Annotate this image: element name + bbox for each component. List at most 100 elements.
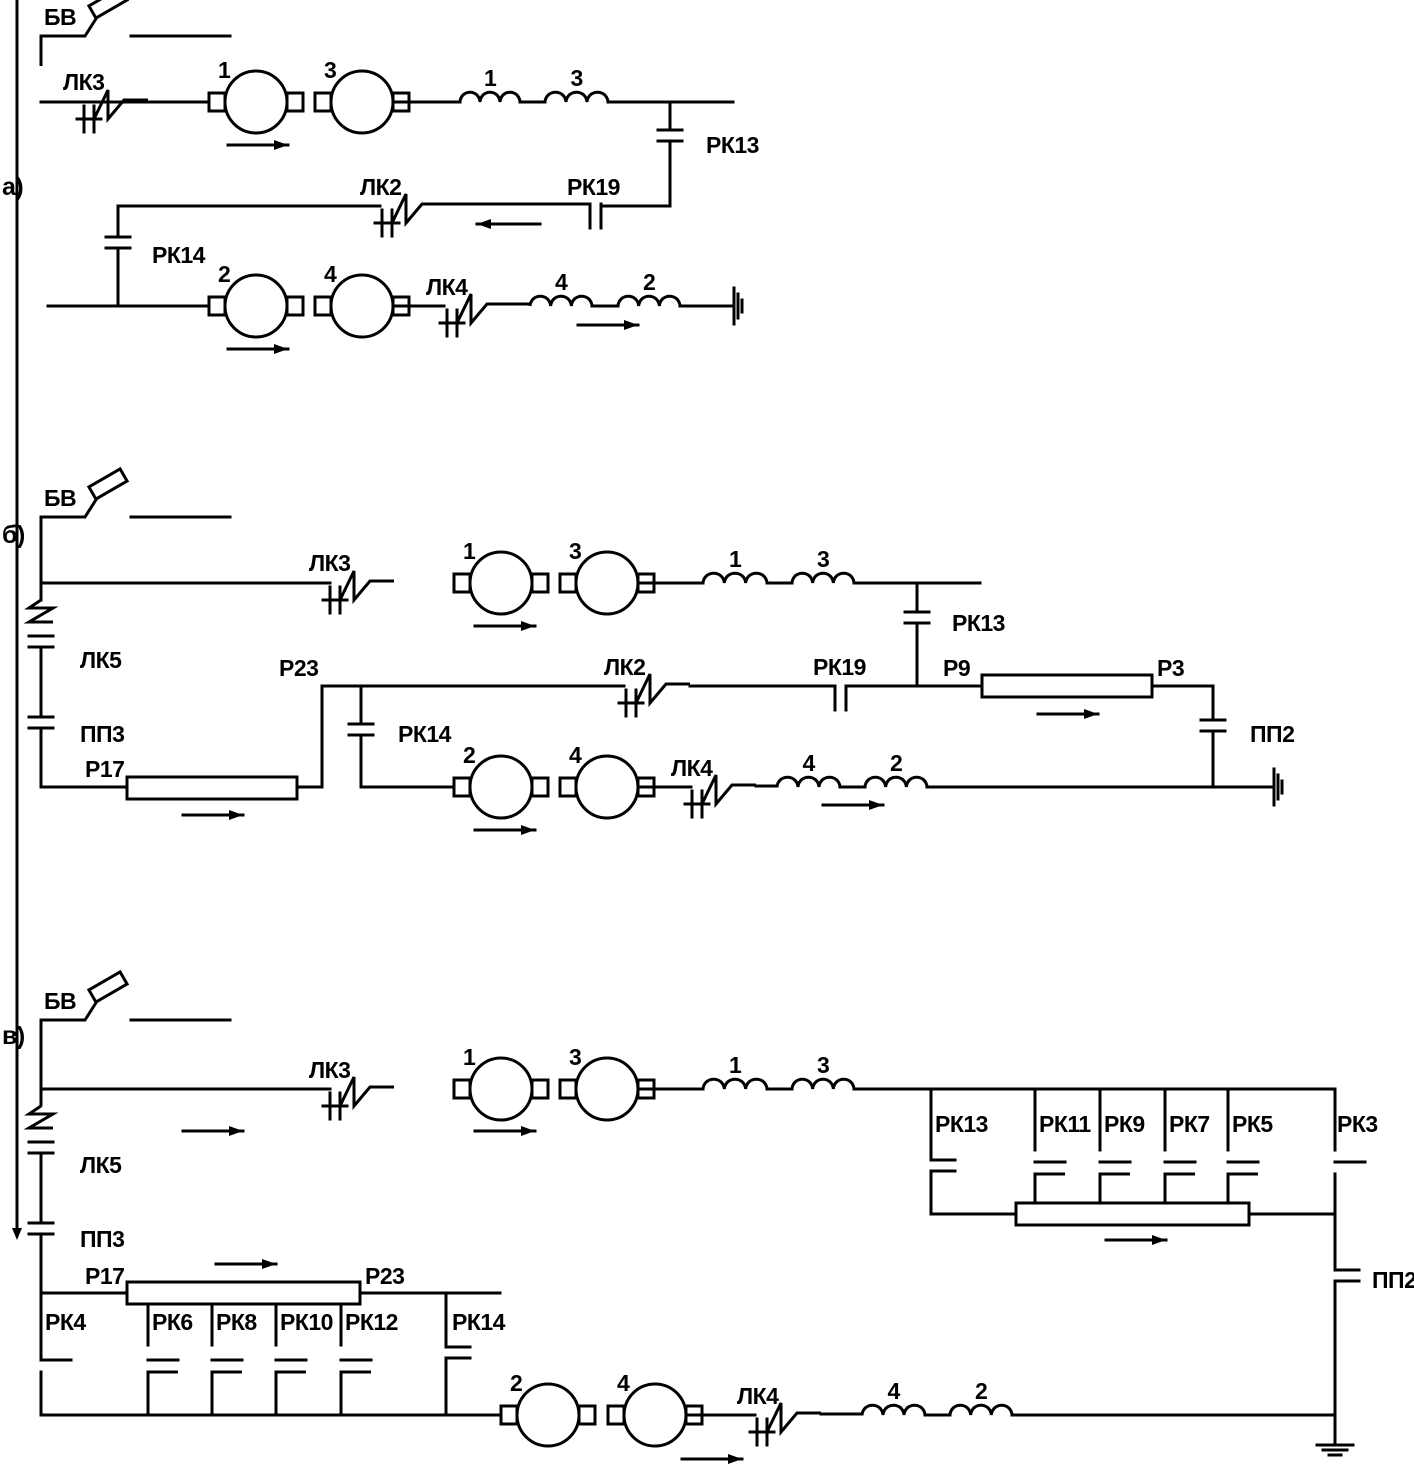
ground-icon [732,286,744,326]
label-rk11: РК11 [1039,1111,1091,1137]
label-rk19: РК19 [567,174,620,200]
armature-circle [574,550,640,616]
rk19-contact-b [833,684,848,712]
line-contactor-lk3 [321,570,394,615]
field-winding [528,294,594,307]
label-r3: Р3 [1157,655,1184,681]
line-contactor-lk3 [321,1076,394,1121]
fast-breaker [39,969,232,1050]
rk5-contact [1226,1087,1260,1203]
rk19-contact-a [588,202,603,230]
motor-number: 1 [218,57,231,83]
armature-circle [515,1382,581,1448]
blowout-coil [390,193,446,228]
arrow-head [1152,1235,1166,1245]
label-rk13: РК13 [952,610,1005,636]
line-contactor-lk4 [438,293,511,338]
rk14-branch-a [104,204,132,308]
motor-number: 3 [569,1044,581,1070]
line-contactor-lk4 [683,774,756,819]
part-label-a: а) [2,173,23,201]
field-winding [458,90,522,103]
rk7-contact [1163,1087,1197,1203]
rk6-contact [146,1302,180,1415]
motor-number: 3 [324,57,336,83]
contactor-label: ЛК4 [426,274,468,300]
part-label-v: в) [2,1022,25,1050]
armature-circle [223,273,289,339]
label-pp3: ПП3 [80,721,124,747]
ground-icon [1272,767,1284,807]
winding-turns [790,1077,856,1090]
brush-right [530,572,550,594]
label-pp2: ПП2 [1250,721,1294,747]
field-winding [790,571,856,584]
current-arrow [473,1126,537,1136]
label-r9: Р9 [943,655,970,681]
rk13-branch-b [903,581,931,688]
brush-right [285,295,305,317]
label-bv: БВ [44,485,76,511]
armature-circle [468,754,534,820]
breaker-box [86,969,130,1005]
rk8-contact [210,1302,244,1415]
brush-left [558,776,578,798]
traction-motor [207,69,305,135]
starting-resistor [125,1280,362,1306]
contactor-label: ЛК3 [309,1057,350,1083]
field-winding [616,294,682,307]
rk12-contact [339,1302,373,1415]
field-winding [701,1077,769,1090]
brush-right [285,91,305,113]
traction-motor [452,754,550,820]
breaker-box [86,0,130,21]
armature-circle [223,69,289,135]
armature-circle [622,1382,688,1448]
armature-circle [574,754,640,820]
winding-number: 3 [571,65,583,91]
label-lk5: ЛК5 [80,647,122,673]
winding-number: 1 [484,65,497,91]
motor-number: 1 [463,538,476,564]
current-arrow [473,825,537,835]
field-winding [790,1077,856,1090]
field-winding [948,1403,1014,1416]
winding-number: 4 [803,750,816,776]
label-r23: Р23 [365,1263,404,1289]
traction-motor [207,273,305,339]
label-pp2: ПП2 [1372,1267,1414,1293]
breaker-arm [39,997,101,1050]
contactor-label: ЛК4 [671,755,713,781]
breaker-arm [39,494,101,547]
motor-number: 2 [510,1370,522,1396]
traction-motor [313,273,411,339]
arrow-head [521,1126,535,1136]
rk14-branch-b [347,684,375,789]
blowout-coil [700,774,756,809]
armature-circle [468,1056,534,1122]
arrow-head [274,140,288,150]
line-contactor-lk2 [617,673,690,718]
contact-blade [1226,1172,1258,1203]
contact-blade [339,1370,371,1415]
current-arrow [214,1259,278,1269]
winding-number: 4 [555,269,568,295]
arrow-head [274,344,288,354]
field-winding [863,775,929,788]
winding-turns [616,294,682,307]
armature-circle [329,273,395,339]
current-arrow [181,810,245,820]
label-rk6: РК6 [152,1309,193,1335]
winding-turns [701,571,769,584]
contact-blade [1033,1172,1065,1203]
blowout-coil [23,1104,59,1130]
rk13-branch-v [929,1087,957,1216]
rk13-branch-a [656,100,684,208]
arrow-head [728,1454,742,1464]
contact-blade [274,1370,306,1415]
blowout-coil [338,570,394,605]
brush-left [558,1078,578,1100]
blowout-coil [23,598,59,624]
arrow-head [521,825,535,835]
brush-left [499,1404,519,1426]
